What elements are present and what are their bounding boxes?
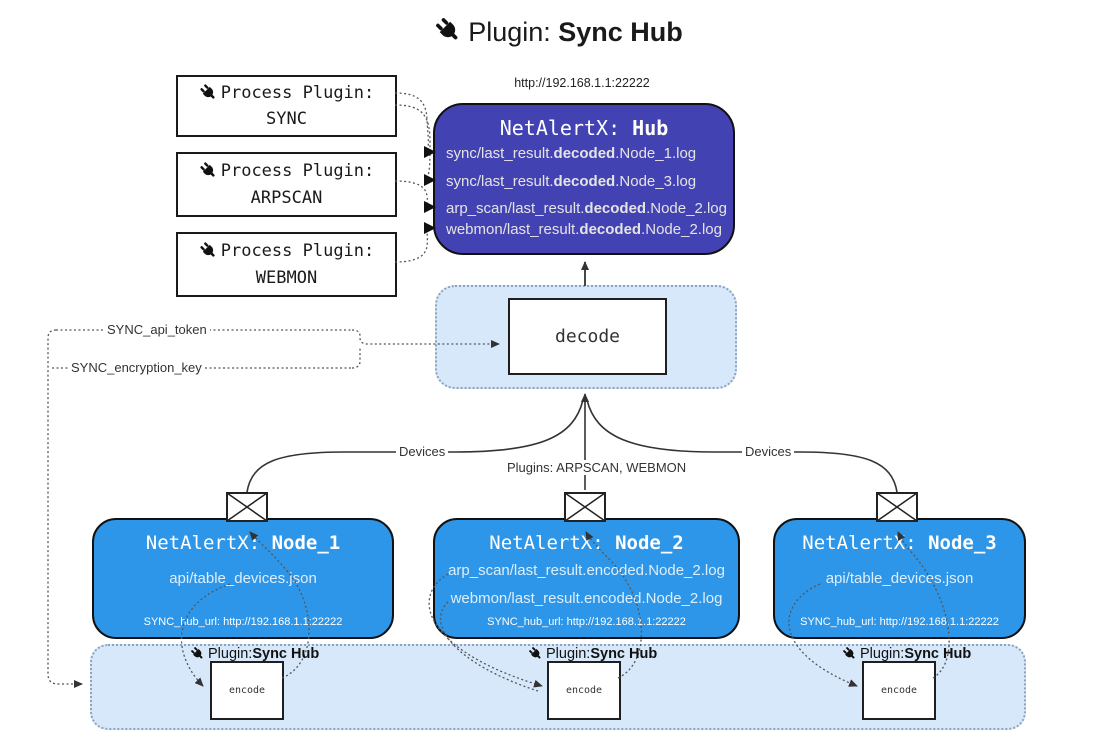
plug-icon xyxy=(191,647,203,659)
edge-label-plugins-mid: Plugins: ARPSCAN, WEBMON xyxy=(504,460,690,475)
title-prefix: Plugin: xyxy=(468,17,559,47)
process-plugin-name: WEBMON xyxy=(255,267,318,288)
encode-box-1: encode xyxy=(210,661,284,720)
hub-log-line: arp_scan/last_result.decoded.Node_2.log xyxy=(446,200,727,217)
encode-plugin-label-2: Plugin: Sync Hub xyxy=(528,645,657,663)
hub-log-line: webmon/last_result.decoded.Node_2.log xyxy=(446,221,722,238)
process-plugin-name: ARPSCAN xyxy=(250,187,323,208)
decode-box: decode xyxy=(508,298,667,375)
encode-plugin-label-3: Plugin: Sync Hub xyxy=(842,645,971,663)
process-plugin-name: SYNC xyxy=(266,109,307,129)
plug-icon xyxy=(200,84,215,99)
process-plugin-arpscan: Process Plugin: ARPSCAN xyxy=(176,152,397,217)
envelope-icon xyxy=(564,492,606,522)
node-box-2: NetAlertX: Node_2 arp_scan/last_result.e… xyxy=(433,518,740,639)
plug-icon xyxy=(200,242,215,257)
encode-plugin-label-1: Plugin: Sync Hub xyxy=(190,645,319,663)
plug-icon xyxy=(843,647,855,659)
node-hub-url: SYNC_hub_url: http://192.168.1.1:22222 xyxy=(800,616,999,628)
encode-box-2: encode xyxy=(547,661,621,720)
page-title: Plugin: Sync Hub xyxy=(0,16,1117,48)
edge-label-sync-api-token: SYNC_api_token xyxy=(104,322,210,337)
process-plugin-label: Process Plugin: xyxy=(220,82,375,103)
hub-log-line: sync/last_result.decoded.Node_3.log xyxy=(446,173,697,190)
process-plugin-webmon: Process Plugin: WEBMON xyxy=(176,232,397,297)
process-plugin-label: Process Plugin: xyxy=(220,241,375,262)
plug-icon xyxy=(529,647,541,659)
node-file-line: api/table_devices.json xyxy=(825,570,974,587)
process-plugin-label: Process Plugin: xyxy=(220,161,375,182)
node-title: NetAlertX: Node_2 xyxy=(489,532,684,554)
envelope-icon xyxy=(876,492,918,522)
node-title: NetAlertX: Node_3 xyxy=(802,532,997,554)
hub-url-label: http://192.168.1.1:22222 xyxy=(514,76,650,90)
node-hub-url: SYNC_hub_url: http://192.168.1.1:22222 xyxy=(143,616,343,628)
node-title: NetAlertX: Node_1 xyxy=(145,532,341,554)
node-hub-url: SYNC_hub_url: http://192.168.1.1:22222 xyxy=(487,616,686,628)
envelope-icon xyxy=(226,492,268,522)
title-bold: Sync Hub xyxy=(558,17,683,47)
hub-log-line: sync/last_result.decoded.Node_1.log xyxy=(446,145,697,162)
plug-icon xyxy=(200,162,215,177)
node-file-line: webmon/last_result.encoded.Node_2.log xyxy=(450,590,723,607)
edge-label-sync-encryption-key: SYNC_encryption_key xyxy=(68,360,205,375)
plug-icon xyxy=(436,18,458,40)
hub-box: NetAlertX: Hub sync/last_result.decoded.… xyxy=(433,103,735,255)
edge-label-devices-right: Devices xyxy=(742,444,795,459)
node-box-1: NetAlertX: Node_1 api/table_devices.json… xyxy=(92,518,394,639)
node-file-line: api/table_devices.json xyxy=(169,570,317,587)
encode-box-3: encode xyxy=(862,661,936,720)
node-box-3: NetAlertX: Node_3 api/table_devices.json… xyxy=(773,518,1026,639)
hub-title: NetAlertX: Hub xyxy=(499,116,669,140)
node-file-line: arp_scan/last_result.encoded.Node_2.log xyxy=(448,562,725,579)
process-plugin-sync: Process Plugin: SYNC xyxy=(176,75,397,137)
edge-label-devices-left: Devices xyxy=(396,444,449,459)
